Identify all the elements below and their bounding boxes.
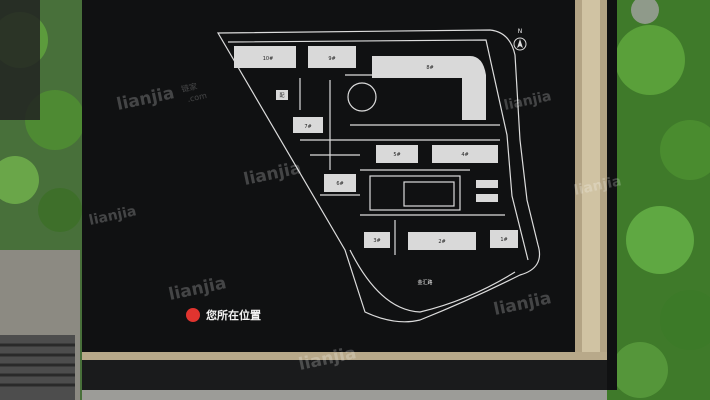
building-label: 10# (263, 56, 274, 62)
building-label: 6# (336, 181, 343, 187)
building-label: 9# (328, 56, 335, 62)
watermark-tail: .com (187, 91, 208, 104)
location-dot-icon (186, 308, 200, 322)
building-label: 5# (393, 152, 400, 158)
building-labels: 10# 9# 8# 7# 6# 5# 4# 3# 2# 1# 配 金汇路 (263, 56, 508, 286)
north-arrow-icon: N (513, 28, 527, 51)
building-label: 3# (373, 238, 380, 244)
legend-label: 您所在位置 (206, 308, 261, 322)
building-label: 2# (438, 239, 445, 245)
building-label: 配 (279, 93, 284, 99)
building-label: 7# (304, 124, 311, 130)
north-label: N (518, 28, 523, 35)
road-label: 金汇路 (417, 279, 432, 286)
watermark-chinese: 链家 (180, 81, 198, 94)
legend: 您所在位置 (186, 308, 261, 322)
building-label: 4# (461, 152, 468, 158)
site-plan (216, 29, 541, 323)
building-label: 1# (500, 237, 507, 243)
building-label: 8# (426, 65, 433, 71)
